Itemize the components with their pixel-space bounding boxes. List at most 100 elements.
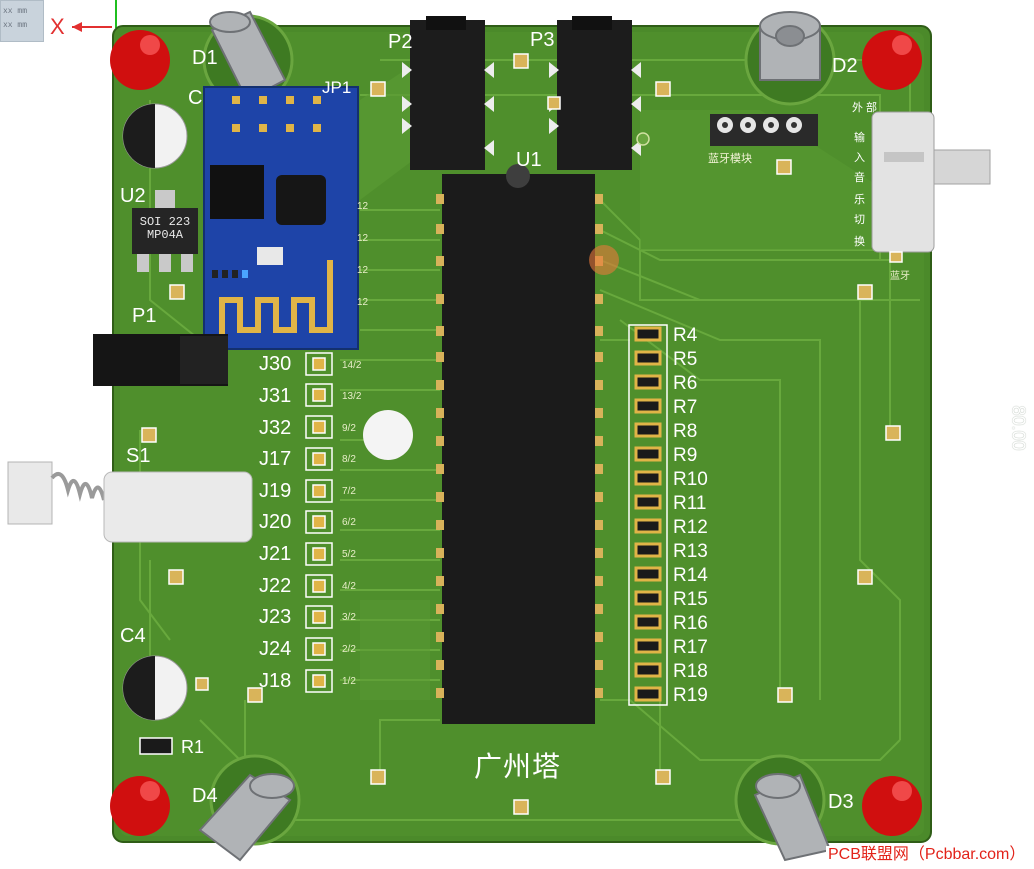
- cap-label-c4: C4: [120, 625, 146, 647]
- jumper-label: J31: [259, 385, 292, 407]
- pin-label: 12: [357, 233, 369, 244]
- p3-label: P3: [530, 29, 555, 51]
- resistor-label: R7: [673, 397, 698, 418]
- resistor-label: R19: [673, 685, 708, 706]
- axis-x-label: X: [50, 14, 65, 39]
- jumper-label: J18: [259, 670, 292, 692]
- jumper-sublabel: 4/2: [342, 581, 356, 592]
- jumper-sublabel: 8/2: [342, 454, 356, 465]
- jumper-label: J19: [259, 480, 292, 502]
- standoff: [198, 773, 295, 862]
- switch-label-char: 外: [852, 101, 863, 114]
- highlight-marker: [589, 245, 619, 275]
- led-d4: [110, 776, 170, 836]
- resistor-label: R16: [673, 613, 708, 634]
- cap-label-c: C: [188, 87, 203, 109]
- capacitor-c4: [122, 655, 188, 721]
- jumper-label: J21: [259, 543, 292, 565]
- standoff: [209, 10, 287, 102]
- jumper-sublabel: 3/2: [342, 612, 356, 623]
- jumper-sublabel: 6/2: [342, 517, 356, 528]
- jumper-label: J22: [259, 575, 292, 597]
- resistor-label: R11: [673, 493, 707, 514]
- resistor-label: R4: [673, 325, 698, 346]
- switch-label-char: 入: [854, 151, 865, 164]
- jumper-pads: [305, 352, 333, 693]
- resistor-label: R8: [673, 421, 698, 442]
- pin-label: 12: [357, 201, 369, 212]
- mount-hole: [363, 410, 413, 460]
- u1-notch: [506, 164, 530, 188]
- x-axis-arrowhead: [72, 22, 82, 32]
- resistor-label: R17: [673, 637, 708, 658]
- jumper-label: J32: [259, 417, 292, 439]
- switch-label-char: 部: [866, 101, 877, 114]
- p1-label: P1: [132, 305, 157, 327]
- resistor-label: R12: [673, 517, 708, 538]
- board-title: 广州塔: [474, 750, 562, 783]
- copper-pour: [640, 110, 900, 250]
- p1-jack-pin: [180, 336, 228, 384]
- resistor-column: [628, 324, 668, 706]
- bt-module-label: 蓝牙模块: [708, 152, 752, 165]
- led-label-d3: D3: [828, 791, 854, 813]
- view-thumbnail[interactable]: xx mm xx mm: [0, 0, 44, 42]
- led-label-d2: D2: [832, 55, 858, 77]
- copper-pour: [360, 600, 430, 700]
- jumper-sublabel: 14/2: [342, 360, 362, 371]
- thumbnail-line: xx mm: [3, 21, 28, 30]
- led-d2: [862, 30, 922, 90]
- bt-header: [710, 114, 818, 146]
- r1-resistor: [139, 737, 173, 755]
- dimension-value: 80.00: [1008, 405, 1029, 451]
- jumper-label: J17: [259, 448, 292, 470]
- jumper-label: J20: [259, 511, 292, 533]
- resistor-label: R15: [673, 589, 708, 610]
- u1-pins-left: [436, 194, 444, 698]
- led-d3: [862, 776, 922, 836]
- led-d1: [110, 30, 170, 90]
- resistor-label: R10: [673, 469, 708, 490]
- jumper-sublabel: 9/2: [342, 423, 356, 434]
- resistor-label: R13: [673, 541, 708, 562]
- watermark: PCB联盟网（Pcbbar.com）: [826, 846, 1028, 864]
- pin-label: 12: [357, 265, 369, 276]
- resistor-label: R6: [673, 373, 698, 394]
- dimension-label: 80.00: [1003, 400, 1033, 480]
- jumper-sublabel: 13/2: [342, 391, 362, 402]
- jumper-label: J30: [259, 353, 292, 375]
- u1-ic: [442, 174, 595, 724]
- gold-pads: [141, 53, 903, 815]
- jp1-label: JP1: [322, 78, 352, 97]
- standoff: [759, 11, 821, 81]
- jumper-sublabel: 1/2: [342, 676, 356, 687]
- led-label-d4: D4: [192, 785, 218, 807]
- p2-label: P2: [388, 31, 413, 53]
- u2-label: U2: [120, 185, 146, 207]
- led-label-d1: D1: [192, 47, 218, 69]
- bt-label: 蓝牙: [890, 271, 910, 282]
- resistor-label: R5: [673, 349, 698, 370]
- u1-label: U1: [516, 149, 542, 171]
- resistor-label: R18: [673, 661, 708, 682]
- u1-pins-right: [595, 194, 603, 698]
- wifi-module: [203, 86, 359, 350]
- switch-label-char: 音: [854, 171, 865, 184]
- thumbnail-line: xx mm: [3, 7, 28, 16]
- switch-label-char: 切: [854, 213, 865, 226]
- switch-label-char: 输: [854, 131, 865, 144]
- switch-label-char: 乐: [854, 193, 865, 206]
- slide-switch: [871, 111, 991, 253]
- u2-marking: SOI 223 MP04A: [139, 215, 191, 242]
- u2-regulator: [132, 190, 198, 272]
- pin-label: 12: [357, 297, 369, 308]
- s1-switch: [7, 461, 253, 543]
- jumper-label: J23: [259, 606, 292, 628]
- via: [636, 132, 650, 146]
- jumper-label: J24: [259, 638, 292, 660]
- jumper-sublabel: 7/2: [342, 486, 356, 497]
- resistor-label: R14: [673, 565, 708, 586]
- capacitor-c: [122, 103, 188, 169]
